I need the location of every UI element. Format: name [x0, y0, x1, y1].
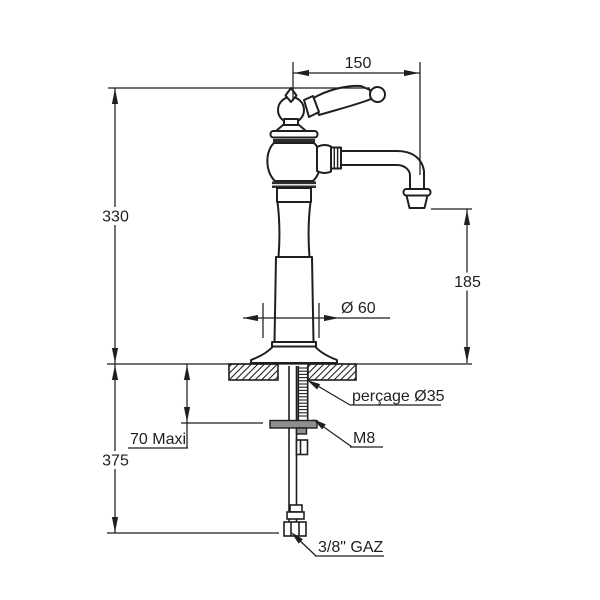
arrow-70-bottom: [183, 407, 191, 422]
callout-connection: 3/8" GAZ: [291, 532, 384, 557]
arrow-150-right: [404, 69, 419, 77]
callout-hole: perçage Ø35: [307, 380, 445, 406]
handle-tip-ball: [369, 86, 386, 103]
dim-185-label: 185: [454, 274, 481, 291]
callout-stud: M8: [313, 419, 383, 448]
hose-fitting: [295, 439, 309, 456]
dim-375-label: 375: [102, 453, 129, 470]
spout-flange: [316, 144, 332, 174]
handle-lever: [311, 84, 372, 116]
handle-collar: [303, 95, 320, 118]
dim-330-375: 330 375: [101, 88, 130, 533]
hole-note-label: perçage Ø35: [352, 388, 445, 405]
neck-ring: [273, 139, 315, 143]
countertop: [228, 363, 357, 381]
arrow-375-bottom: [111, 517, 119, 533]
column-lower: [273, 256, 315, 343]
arrow-60-left: [243, 314, 258, 322]
handle-finial: [284, 87, 298, 103]
arrow-330-bottom: [111, 348, 119, 363]
stud-note-label: M8: [353, 430, 375, 447]
connection-note-label: 3/8" GAZ: [318, 539, 383, 556]
column-waist: [276, 201, 312, 258]
arrow-185-bottom: [463, 347, 471, 363]
base-flare: [250, 345, 338, 364]
hatch-pattern-left: [228, 363, 279, 381]
dim-330-label: 330: [102, 209, 129, 226]
dim-70-label: 70 Maxi: [130, 431, 186, 448]
faucet: [250, 84, 432, 364]
spout: [340, 150, 425, 190]
threaded-shank: [297, 366, 309, 420]
arrow-stud: [313, 419, 326, 430]
dim-150: 150: [293, 55, 420, 77]
dimensions: 150 330 375 185 Ø 60: [101, 55, 483, 557]
arrow-connection: [291, 532, 303, 544]
dim-60: Ø 60: [243, 300, 390, 322]
hatch-pattern-right: [307, 363, 357, 381]
dim-150-label: 150: [345, 55, 372, 72]
column-upper: [276, 187, 312, 203]
arrow-70-top: [183, 365, 191, 380]
dim-185: 185: [451, 209, 483, 363]
dim-70: 70 Maxi: [128, 364, 191, 449]
hose-collar: [286, 504, 305, 520]
body-barrel: [266, 142, 322, 182]
arrow-150-left: [294, 69, 309, 77]
spout-collar: [330, 146, 342, 170]
clamp-plate: [269, 419, 318, 429]
bonnet-collar: [269, 130, 319, 139]
arrow-185-top: [463, 210, 471, 225]
spout-nozzle: [405, 194, 429, 209]
hose-end-nut: [283, 521, 307, 537]
arrow-330-top: [111, 88, 119, 104]
dim-60-label: Ø 60: [341, 300, 376, 317]
below-deck-assembly: [269, 366, 318, 537]
clamp-nut: [295, 427, 308, 435]
arrow-60-right: [324, 314, 339, 322]
arrow-hole: [307, 380, 321, 390]
thread-pattern: [298, 367, 308, 417]
arrow-375-top: [111, 365, 119, 380]
